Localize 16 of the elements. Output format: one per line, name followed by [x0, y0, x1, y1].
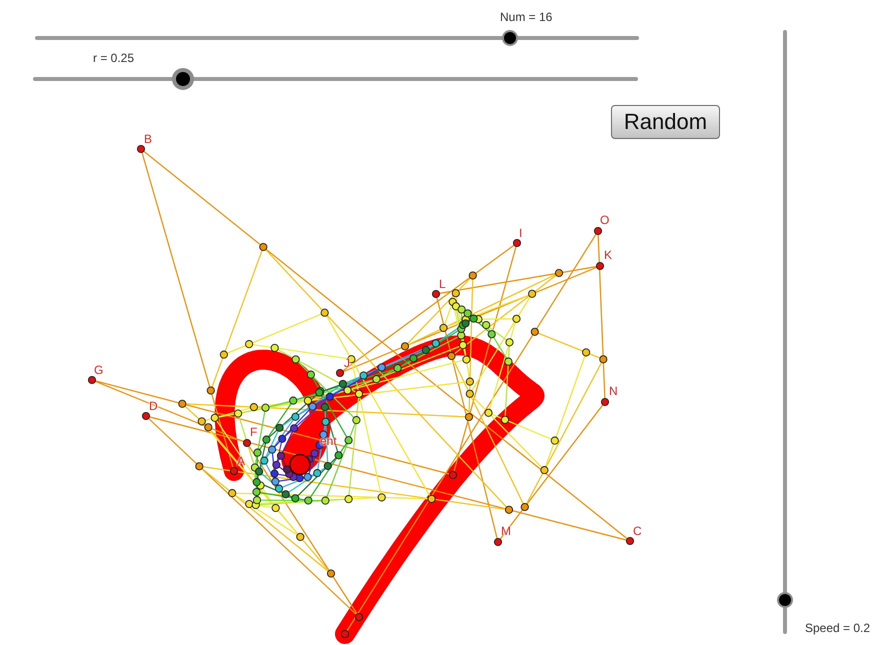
- slider-value-label: r = 0.25: [93, 52, 134, 65]
- slider-value-label: Num = 16: [500, 11, 552, 24]
- point-label: B: [144, 133, 152, 146]
- point-label: N: [609, 385, 618, 398]
- point-label: G: [94, 364, 104, 377]
- point-label: J: [344, 357, 350, 370]
- point-label: K: [604, 249, 612, 262]
- point-label: ent: [320, 435, 337, 448]
- point-label: F: [250, 426, 258, 439]
- point-label: L: [439, 278, 446, 291]
- slider-value-label: Speed = 0.2: [805, 622, 870, 635]
- random-button: Random: [611, 105, 720, 139]
- point-label: O: [600, 214, 610, 227]
- point-label: I: [519, 227, 522, 240]
- point-label: C: [633, 525, 642, 538]
- point-label: A: [237, 455, 246, 468]
